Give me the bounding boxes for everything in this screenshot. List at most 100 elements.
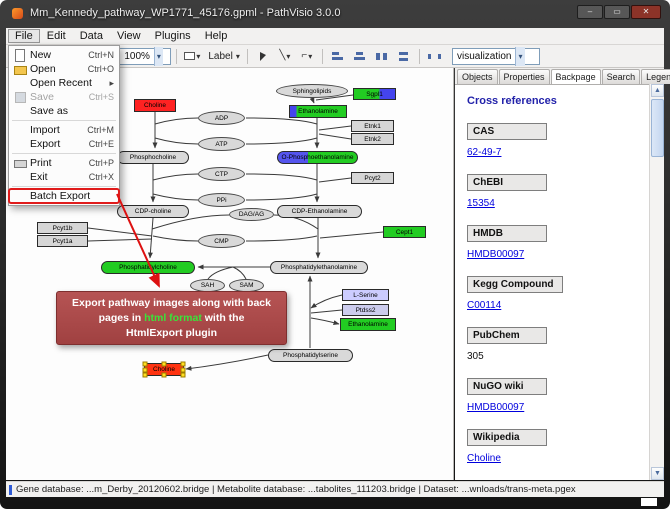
pathway-node-phosphocholine[interactable]: Phosphocholine [117,151,189,164]
menu-help[interactable]: Help [204,30,228,42]
node-label: Ptdss2 [355,306,376,314]
pathway-node-adp[interactable]: ADP [198,111,245,125]
selection-handle[interactable] [142,372,148,378]
pathway-node-dag-ag[interactable]: DAG/AG [229,208,274,221]
xref-link[interactable]: 62-49-7 [467,147,502,158]
pathway-node-phosphatidylcholine[interactable]: Phosphatidylcholine [101,261,195,274]
menu-separator [12,153,116,154]
close-button[interactable]: ✕ [631,5,661,19]
selection-handle[interactable] [161,372,167,378]
menu-item-label: Print [30,157,52,169]
pathway-node-phosphatidylethanolamine[interactable]: Phosphatidylethanolamine [270,261,368,274]
pathway-node-phosphatidylserine[interactable]: Phosphatidylserine [268,349,353,362]
xref-section-chebi: ChEBI 15354 [467,172,645,209]
file-menu-item-batch-export[interactable]: Batch Export [8,188,120,204]
align-vertical-button[interactable] [394,47,414,65]
pathway-node-pcyt1b[interactable]: Pcyt1b [37,222,88,234]
file-menu-item-save-as[interactable]: Save as [9,104,119,118]
pathway-node-cdp-ethanolamine[interactable]: CDP-Ethanolamine [277,205,362,218]
selection-handle[interactable] [180,372,186,378]
backpage-scrollbar[interactable]: ▲ ▼ [649,84,664,480]
label-tool-dropdown[interactable]: Label▾ [204,47,241,65]
save-disk-icon [13,91,27,103]
align-center-button[interactable] [350,47,370,65]
chevron-down-icon: ▾ [196,51,201,61]
pathway-node-ptdss2[interactable]: Ptdss2 [342,304,389,316]
pathway-node-atp[interactable]: ATP [198,137,245,151]
pointer-tool-button[interactable] [253,47,273,65]
pathway-node-cdp-choline[interactable]: CDP-choline [117,205,189,218]
pathway-node-etnk1[interactable]: Etnk1 [351,120,394,132]
selection-handle[interactable] [180,361,186,367]
datanode-tool-dropdown[interactable]: ▾ [182,47,202,65]
connector-tool-dropdown[interactable]: ⌐▾ [297,47,317,65]
pathway-node-o-phosphoethanolamine[interactable]: O-Phosphoethanolamine [277,151,358,164]
menu-item-label: Open [30,63,56,75]
pathway-node-etnk2[interactable]: Etnk2 [351,133,394,145]
resize-grip[interactable] [641,498,657,506]
pathway-node-pcyt2[interactable]: Pcyt2 [351,172,394,184]
selection-handle[interactable] [180,367,186,372]
pathway-node-choline[interactable]: Choline [134,99,176,112]
menu-edit[interactable]: Edit [46,30,66,42]
file-menu-item-open-recent[interactable]: Open Recent▸ [9,76,119,90]
chevron-down-icon: ▾ [235,51,240,61]
zoom-combobox[interactable]: 100% [119,47,172,65]
pathway-node-ethanolamine[interactable]: Ethanolamine [289,105,347,118]
minimize-button[interactable]: – [577,5,603,19]
pathway-node-sphingolipids[interactable]: Sphingolipids [276,84,348,98]
pathway-node-sgpl1[interactable]: Sgpl1 [353,88,396,100]
selection-handle[interactable] [142,361,148,367]
menu-plugins[interactable]: Plugins [154,30,191,42]
xref-header: ChEBI [467,174,547,191]
tab-objects[interactable]: Objects [457,69,498,84]
visualization-dropdown[interactable]: visualization [452,48,540,65]
menu-view[interactable]: View [116,30,141,42]
align-left-button[interactable] [328,47,348,65]
new-document-icon [13,49,27,62]
tab-legend[interactable]: Legend [641,69,670,84]
scroll-up-icon[interactable]: ▲ [651,84,664,97]
pathway-node-ethanolamine[interactable]: Ethanolamine [340,318,396,331]
title-bar[interactable]: Mm_Kennedy_pathway_WP1771_45176.gpml - P… [0,0,670,28]
selection-handle[interactable] [161,361,167,367]
tab-search[interactable]: Search [601,69,641,84]
scroll-down-icon[interactable]: ▼ [651,467,664,480]
xref-link[interactable]: 15354 [467,198,495,209]
pathway-node-ctp[interactable]: CTP [198,167,245,181]
line-icon: ╲ [279,50,286,61]
tab-properties[interactable]: Properties [498,69,550,84]
line-tool-dropdown[interactable]: ╲▾ [275,47,295,65]
node-label: Ethanolamine [348,321,388,328]
menu-file[interactable]: File [8,29,40,43]
xref-link[interactable]: C00114 [467,300,502,311]
tab-backpage[interactable]: Backpage [550,69,601,85]
pathway-node-cept1[interactable]: Cept1 [383,226,426,238]
node-label: Cept1 [395,228,414,236]
distribute-horizontal-button[interactable] [425,47,445,65]
selection-handle[interactable] [142,367,148,372]
pathway-node-ppi[interactable]: PPi [198,193,245,207]
pathway-node-pcyt1a[interactable]: Pcyt1a [37,235,88,247]
xref-link[interactable]: HMDB00097 [467,249,525,260]
xref-header: NuGO wiki [467,378,547,395]
chevron-down-icon: ▾ [308,51,313,61]
xref-link[interactable]: Choline [467,453,501,464]
xref-link[interactable]: HMDB00097 [467,402,525,413]
pathway-node-l-serine[interactable]: L-Serine [342,289,389,301]
scrollbar-thumb[interactable] [651,99,664,157]
maximize-button[interactable]: ▭ [604,5,630,19]
pathway-node-cmp[interactable]: CMP [198,234,245,248]
menu-data[interactable]: Data [79,30,103,42]
pathway-node-choline[interactable]: Choline [142,361,186,378]
align-horizontal-button[interactable] [372,47,392,65]
